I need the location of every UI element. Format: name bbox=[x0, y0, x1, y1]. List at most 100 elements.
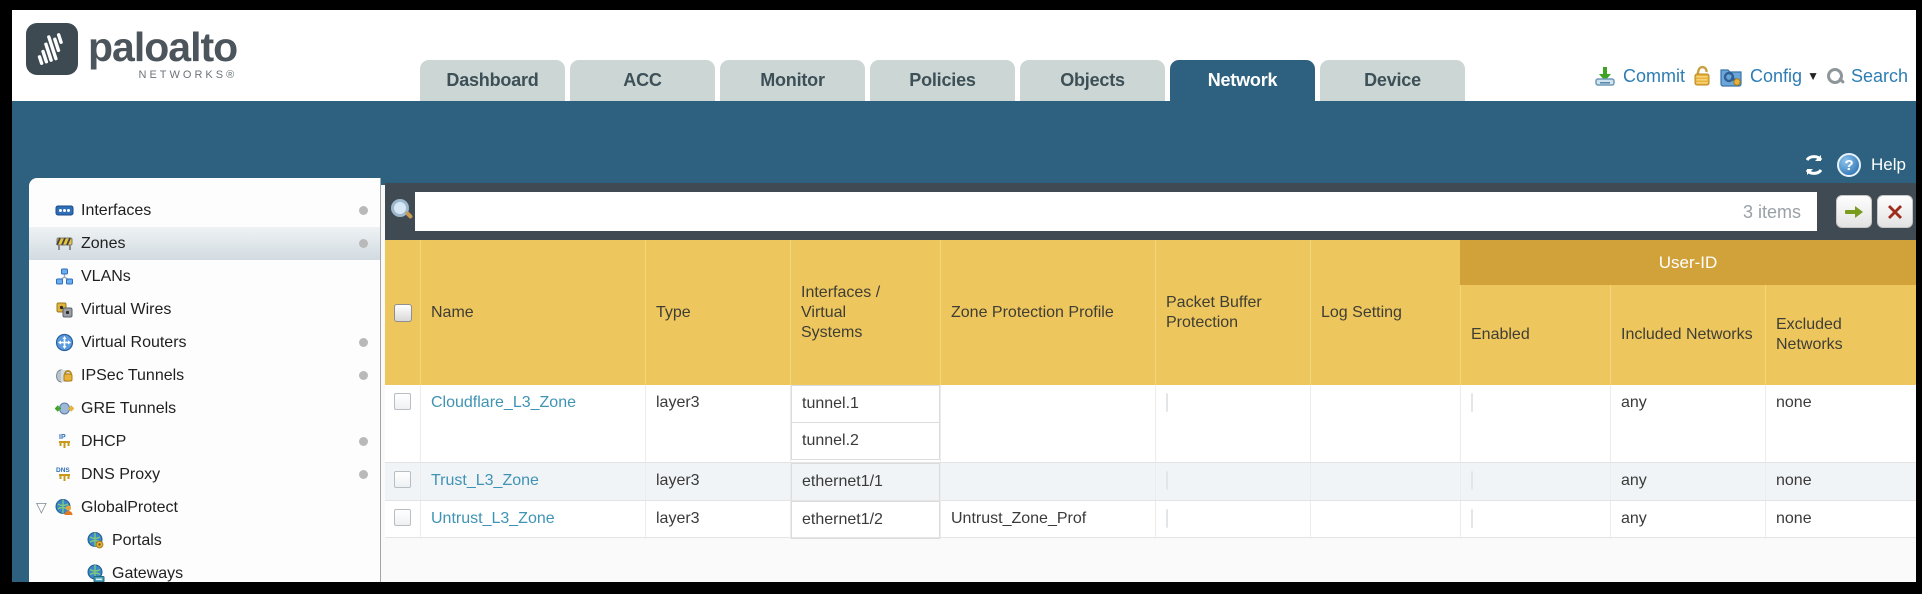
pending-change-dot bbox=[359, 371, 368, 380]
pending-change-dot bbox=[359, 437, 368, 446]
column-header-included-networks[interactable]: Included Networks bbox=[1610, 240, 1765, 385]
log-setting-cell bbox=[1310, 501, 1460, 539]
search-icon[interactable] bbox=[1826, 67, 1844, 85]
sidebar-item-label: Zones bbox=[81, 234, 126, 252]
refresh-icon[interactable] bbox=[1801, 153, 1827, 177]
column-header-type[interactable]: Type bbox=[645, 240, 790, 385]
column-header-log-setting[interactable]: Log Setting bbox=[1310, 240, 1460, 385]
svg-text:DNS: DNS bbox=[56, 467, 70, 474]
sidebar-item-ipsec-tunnels[interactable]: IPSec Tunnels bbox=[29, 359, 380, 392]
log-setting-cell bbox=[1310, 385, 1460, 462]
tab-network[interactable]: Network bbox=[1170, 60, 1315, 101]
brand-name: paloalto bbox=[88, 24, 238, 70]
row-select-checkbox[interactable] bbox=[394, 471, 411, 488]
table-row[interactable]: Cloudflare_L3_Zone layer3 tunnel.1 tunne… bbox=[385, 385, 1916, 462]
globalprotect-icon bbox=[55, 499, 73, 515]
main-tabs: Dashboard ACC Monitor Policies Objects N… bbox=[420, 60, 1465, 101]
config-icon[interactable] bbox=[1719, 65, 1743, 87]
tab-dashboard[interactable]: Dashboard bbox=[420, 60, 565, 101]
sidebar-item-virtual-routers[interactable]: Virtual Routers bbox=[29, 326, 380, 359]
gre-tunnels-icon bbox=[55, 402, 74, 415]
network-sidebar: Interfaces Zones VLANs bbox=[29, 178, 381, 582]
packet-buffer-protection-checkbox[interactable] bbox=[1166, 509, 1168, 528]
included-networks-cell: any bbox=[1610, 463, 1765, 501]
vlans-icon bbox=[56, 268, 73, 285]
apply-filter-button[interactable] bbox=[1836, 195, 1872, 228]
header-actions: Commit Config ▼ Search bbox=[1594, 65, 1908, 87]
zone-name-link[interactable]: Trust_L3_Zone bbox=[431, 472, 539, 489]
commit-button[interactable]: Commit bbox=[1623, 65, 1686, 86]
interface-entry: tunnel.1 bbox=[791, 385, 940, 423]
pending-change-dot bbox=[359, 239, 368, 248]
user-id-enabled-checkbox[interactable] bbox=[1471, 509, 1473, 528]
zones-icon bbox=[56, 237, 73, 250]
expand-triangle-icon[interactable]: ▽ bbox=[36, 499, 47, 515]
zones-main-pane: 3 items bbox=[385, 183, 1916, 582]
help-label[interactable]: Help bbox=[1871, 155, 1906, 174]
config-caret-icon[interactable]: ▼ bbox=[1807, 69, 1819, 83]
sidebar-item-label: DNS Proxy bbox=[81, 465, 161, 483]
zone-protection-profile-cell bbox=[940, 385, 1155, 462]
sidebar-item-virtual-wires[interactable]: Virtual Wires bbox=[29, 293, 380, 326]
pending-change-dot bbox=[359, 470, 368, 479]
zone-interfaces-cell: tunnel.1 tunnel.2 bbox=[790, 385, 940, 462]
search-button[interactable]: Search bbox=[1850, 65, 1908, 86]
paloalto-logo: paloalto NETWORKS® bbox=[26, 23, 238, 81]
paloalto-logo-icon bbox=[26, 23, 78, 75]
table-row[interactable]: Trust_L3_Zone layer3 ethernet1/1 any non… bbox=[385, 462, 1916, 501]
tab-monitor[interactable]: Monitor bbox=[720, 60, 865, 101]
user-id-enabled-checkbox[interactable] bbox=[1471, 393, 1473, 412]
sidebar-item-interfaces[interactable]: Interfaces bbox=[29, 194, 380, 227]
dhcp-icon: IP bbox=[59, 434, 70, 448]
column-header-interfaces[interactable]: Interfaces / Virtual Systems bbox=[790, 240, 940, 385]
table-row[interactable]: Untrust_L3_Zone layer3 ethernet1/2 Untru… bbox=[385, 500, 1916, 539]
excluded-networks-cell: none bbox=[1765, 385, 1916, 462]
column-header-enabled[interactable]: Enabled bbox=[1460, 240, 1610, 385]
sidebar-item-vlans[interactable]: VLANs bbox=[29, 260, 380, 293]
pending-change-dot bbox=[359, 206, 368, 215]
zone-name-link[interactable]: Cloudflare_L3_Zone bbox=[431, 394, 576, 411]
column-header-zone-protection-profile[interactable]: Zone Protection Profile bbox=[940, 240, 1155, 385]
tab-acc[interactable]: ACC bbox=[570, 60, 715, 101]
user-id-enabled-checkbox[interactable] bbox=[1471, 471, 1473, 490]
packet-buffer-protection-checkbox[interactable] bbox=[1166, 393, 1168, 412]
clear-filter-button[interactable] bbox=[1877, 195, 1913, 228]
sidebar-item-zones[interactable]: Zones bbox=[29, 227, 380, 260]
lock-icon[interactable] bbox=[1692, 65, 1712, 87]
help-icon[interactable]: ? bbox=[1837, 153, 1862, 177]
sidebar-item-gre-tunnels[interactable]: GRE Tunnels bbox=[29, 392, 380, 425]
filter-bar: 3 items bbox=[385, 183, 1916, 240]
column-header-packet-buffer-protection[interactable]: Packet Buffer Protection bbox=[1155, 240, 1310, 385]
zone-type-cell: layer3 bbox=[645, 501, 790, 539]
sidebar-item-dns-proxy[interactable]: DNS DNS Proxy bbox=[29, 458, 380, 491]
filter-input[interactable] bbox=[415, 192, 1817, 231]
packet-buffer-protection-checkbox[interactable] bbox=[1166, 471, 1168, 490]
sidebar-item-label: Portals bbox=[112, 531, 162, 549]
pending-change-dot bbox=[359, 338, 368, 347]
included-networks-cell: any bbox=[1610, 501, 1765, 539]
select-all-checkbox[interactable] bbox=[393, 303, 412, 322]
included-networks-cell: any bbox=[1610, 385, 1765, 462]
select-all-cell bbox=[385, 240, 420, 385]
zone-interfaces-cell: ethernet1/1 bbox=[790, 463, 940, 501]
virtual-wires-icon bbox=[56, 302, 73, 318]
sidebar-item-label: GlobalProtect bbox=[81, 498, 178, 516]
config-button[interactable]: Config bbox=[1750, 65, 1803, 86]
sidebar-item-label: Gateways bbox=[112, 564, 184, 582]
row-select-checkbox[interactable] bbox=[394, 509, 411, 526]
sidebar-item-dhcp[interactable]: IP DHCP bbox=[29, 425, 380, 458]
zone-name-link[interactable]: Untrust_L3_Zone bbox=[431, 510, 555, 527]
zone-protection-profile-cell: Untrust_Zone_Prof bbox=[940, 501, 1155, 539]
column-header-name[interactable]: Name bbox=[420, 240, 645, 385]
tab-objects[interactable]: Objects bbox=[1020, 60, 1165, 101]
interfaces-icon bbox=[55, 205, 74, 216]
sidebar-item-portals[interactable]: Portals bbox=[29, 524, 380, 557]
column-header-excluded-networks[interactable]: Excluded Networks bbox=[1765, 240, 1916, 385]
sidebar-item-globalprotect[interactable]: ▽ GlobalProtect bbox=[29, 491, 380, 524]
tab-policies[interactable]: Policies bbox=[870, 60, 1015, 101]
tab-device[interactable]: Device bbox=[1320, 60, 1465, 101]
commit-icon[interactable] bbox=[1594, 65, 1616, 87]
row-select-checkbox[interactable] bbox=[394, 393, 411, 410]
sidebar-item-gateways[interactable]: Gateways bbox=[29, 557, 380, 582]
gateways-icon bbox=[87, 564, 105, 582]
